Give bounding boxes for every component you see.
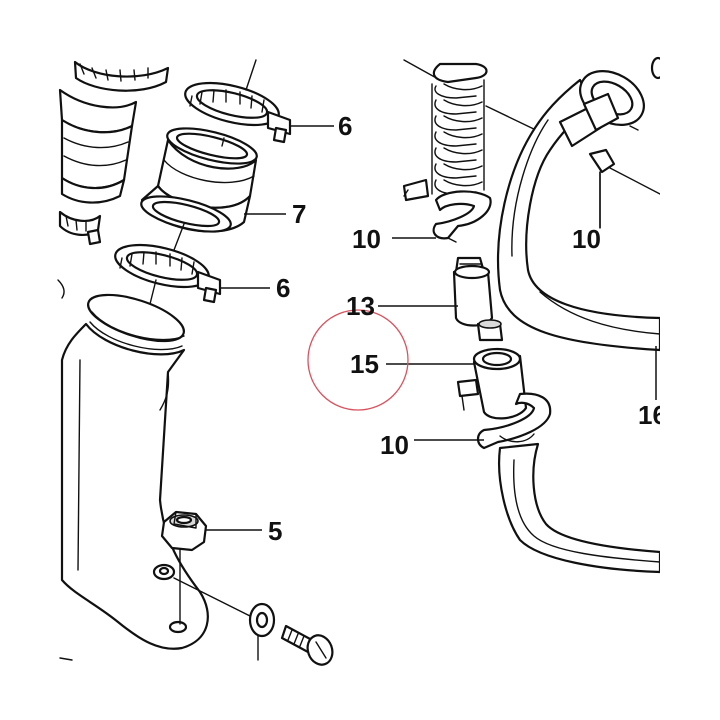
valve-part-13 <box>452 256 504 342</box>
washer <box>248 602 276 638</box>
callout-6-middle: 6 <box>276 273 290 303</box>
upper-left-hoses <box>57 60 170 299</box>
callout-13: 13 <box>346 291 375 321</box>
coil-spring <box>403 59 541 195</box>
highlight-circle <box>307 309 409 411</box>
hose-clamp-middle <box>114 243 222 304</box>
retaining-clip-upper <box>432 190 492 243</box>
callout-7: 7 <box>292 199 306 229</box>
hose-clamp-top <box>184 81 292 144</box>
callout-10-upper-left: 10 <box>352 224 381 254</box>
callout-15: 15 <box>350 349 379 379</box>
callout-10-lower: 10 <box>380 430 409 460</box>
intake-pipe <box>60 293 209 650</box>
lower-hose <box>498 442 662 574</box>
screw <box>280 624 334 666</box>
bent-hose <box>496 56 666 352</box>
callout-5: 5 <box>268 516 282 546</box>
valve-part-15 <box>456 347 528 420</box>
nut <box>160 510 208 552</box>
callout-6-top: 6 <box>338 111 352 141</box>
callout-10-upper-right: 10 <box>572 224 601 254</box>
right-edge-mask <box>660 0 720 720</box>
rubber-sleeve <box>140 127 258 233</box>
